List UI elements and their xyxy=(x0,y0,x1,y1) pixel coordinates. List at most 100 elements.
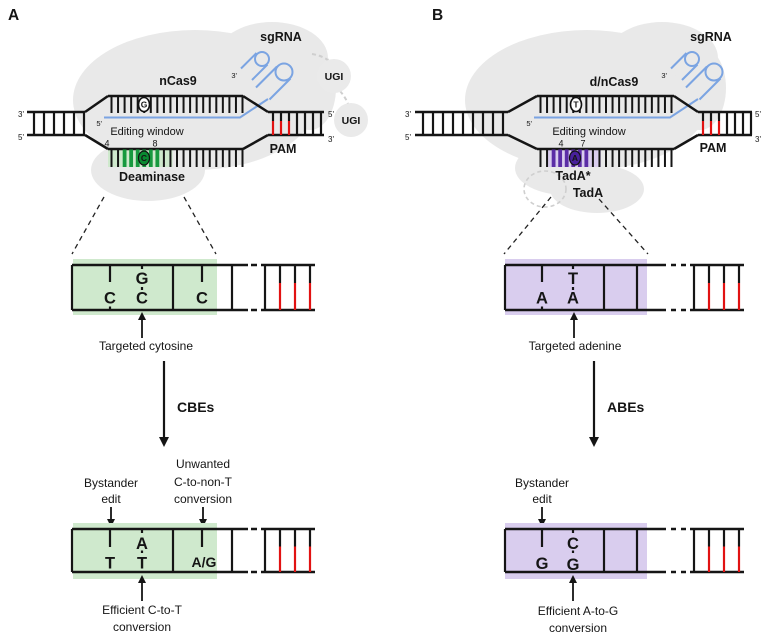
pam-label-a: PAM xyxy=(270,142,297,156)
dna-left-duplex-rungs-a xyxy=(32,112,86,135)
efficient-label-2-a: conversion xyxy=(113,620,171,634)
result-pair-bottom-a: T xyxy=(137,555,147,573)
sgrna-label-a: sgRNA xyxy=(260,30,302,44)
tada-dimer-dashed-outline xyxy=(523,170,567,208)
ugi-domains: UGI UGI xyxy=(317,59,368,137)
editing-window-label-a: Editing window xyxy=(110,126,183,138)
protospacer-rungs-left-a xyxy=(110,149,120,167)
targeted-arrow-b xyxy=(570,312,578,338)
ugi-label-2: UGI xyxy=(342,115,361,127)
unwanted-label-2: C-to-non-T xyxy=(174,475,233,489)
zoom-base-pair-top-b: T xyxy=(568,270,578,288)
pam-duplex-black-rungs-a xyxy=(295,112,323,135)
deaminase-label: Deaminase xyxy=(119,170,185,184)
guide-5prime-a: 5' xyxy=(96,119,102,128)
result-highlight-a xyxy=(73,523,217,579)
tada-star-label: TadA* xyxy=(555,169,590,183)
window-start-a: 4 xyxy=(104,139,109,149)
sgrna-label-b: sgRNA xyxy=(690,30,732,44)
targeted-caption-b: Targeted adenine xyxy=(529,339,622,353)
result-bystander-base-a: T xyxy=(105,555,115,573)
bystander-label-2-a: edit xyxy=(101,492,121,506)
pam-rung-tops-a xyxy=(271,112,291,121)
sgrna-3prime-b: 3' xyxy=(661,71,667,80)
protospacer-rungs-right-b xyxy=(591,149,673,167)
pam-rungs-red-b xyxy=(701,121,721,135)
zoom-base-left-a: C xyxy=(104,290,116,308)
unwanted-label-1: Unwanted xyxy=(176,457,230,471)
sgrna-3prime-a: 3' xyxy=(231,71,237,80)
targeted-caption-a: Targeted cytosine xyxy=(99,339,193,353)
cbes-arrow: CBEs xyxy=(159,361,215,447)
window-start-b: 4 xyxy=(558,139,563,149)
zoom-ladder-b: A T A Targeted adenine xyxy=(503,259,744,353)
editing-window-label-b: Editing window xyxy=(552,126,625,138)
efficient-arrow-a xyxy=(138,575,146,601)
zoom-base-pair-bottom-a: C xyxy=(136,290,148,308)
result-pair-bottom-b: G xyxy=(567,556,580,574)
circled-base-top-b: T xyxy=(569,96,583,113)
bystander-label-2-b: edit xyxy=(532,492,552,506)
window-end-a: 8 xyxy=(152,139,157,149)
dna-right-5prime-a: 5' xyxy=(328,110,334,119)
pam-duplex-black-rungs-b xyxy=(725,112,753,135)
svg-text:G: G xyxy=(141,100,148,110)
dna-strands-a xyxy=(27,94,324,151)
pam-label-b: PAM xyxy=(700,141,727,155)
cbes-label: CBEs xyxy=(177,399,215,415)
bystander-label-1-a: Bystander xyxy=(84,476,138,490)
abes-label: ABEs xyxy=(607,399,645,415)
zoom-base-pair-bottom-b: A xyxy=(567,290,579,308)
guide-5prime-b: 5' xyxy=(526,119,532,128)
circled-base-bottom-b: A xyxy=(568,150,582,166)
zoom-highlight-a xyxy=(73,259,217,315)
zoom-indicator-dashes-a xyxy=(71,196,217,255)
result-unwanted-base: A/G xyxy=(192,554,217,570)
dna-left-3prime-b: 3' xyxy=(405,110,411,119)
panel-label-b: B xyxy=(432,7,443,24)
pam-rung-tops-b xyxy=(701,112,721,121)
ugi-label-1: UGI xyxy=(325,71,344,83)
svg-text:A: A xyxy=(572,153,578,163)
targeted-arrow-a xyxy=(138,312,146,338)
zoom-base-left-b: A xyxy=(536,290,548,308)
protein-label-b: d/nCas9 xyxy=(590,75,639,89)
window-end-b: 7 xyxy=(580,139,585,149)
result-ladder-a: T A T A/G Efficient C-to-T conversion xyxy=(70,523,315,634)
pam-rungs-red-a xyxy=(271,121,291,135)
svg-text:T: T xyxy=(573,100,579,110)
dna-left-5prime-b: 5' xyxy=(405,133,411,142)
displaced-strand-rungs-b xyxy=(539,96,673,113)
dna-right-3prime-b: 3' xyxy=(755,135,761,144)
svg-text:C: C xyxy=(141,153,147,163)
dna-right-3prime-a: 3' xyxy=(328,135,334,144)
protospacer-rungs-right-a xyxy=(162,149,244,167)
protein-label-a: nCas9 xyxy=(159,74,197,88)
result-pair-top-b: C xyxy=(567,535,579,553)
result-pair-top-a: A xyxy=(136,535,148,553)
unwanted-label-3: conversion xyxy=(174,492,232,506)
efficient-label-1-a: Efficient C-to-T xyxy=(102,603,182,617)
result-highlight-b xyxy=(505,523,647,579)
panel-label-a: A xyxy=(8,7,19,24)
ugi-connector-dashes xyxy=(311,53,349,105)
zoom-ladder-a: C G C C Targeted cytosine xyxy=(70,259,315,353)
dna-left-5prime-a: 5' xyxy=(18,133,24,142)
protospacer-rungs-left-b xyxy=(539,149,549,167)
efficient-arrow-b xyxy=(569,575,577,601)
zoom-indicator-dashes-b xyxy=(503,196,649,255)
tada-label: TadA xyxy=(573,186,603,200)
circled-base-top-a: G xyxy=(137,96,151,113)
panel-b: sgRNA 3' 5' T xyxy=(405,7,761,634)
zoom-highlight-b xyxy=(505,259,647,315)
dna-left-3prime-a: 3' xyxy=(18,110,24,119)
zoom-base-right-a: C xyxy=(196,290,208,308)
abes-arrow: ABEs xyxy=(589,361,645,447)
displaced-strand-rungs-a xyxy=(110,96,244,113)
ugi-circle-2 xyxy=(334,103,368,137)
result-bystander-base-b: G xyxy=(536,555,549,573)
circled-base-bottom-a: C xyxy=(137,150,151,166)
bystander-label-1-b: Bystander xyxy=(515,476,569,490)
result-ladder-b: G C G Efficient A-to-G conversion xyxy=(503,523,744,634)
